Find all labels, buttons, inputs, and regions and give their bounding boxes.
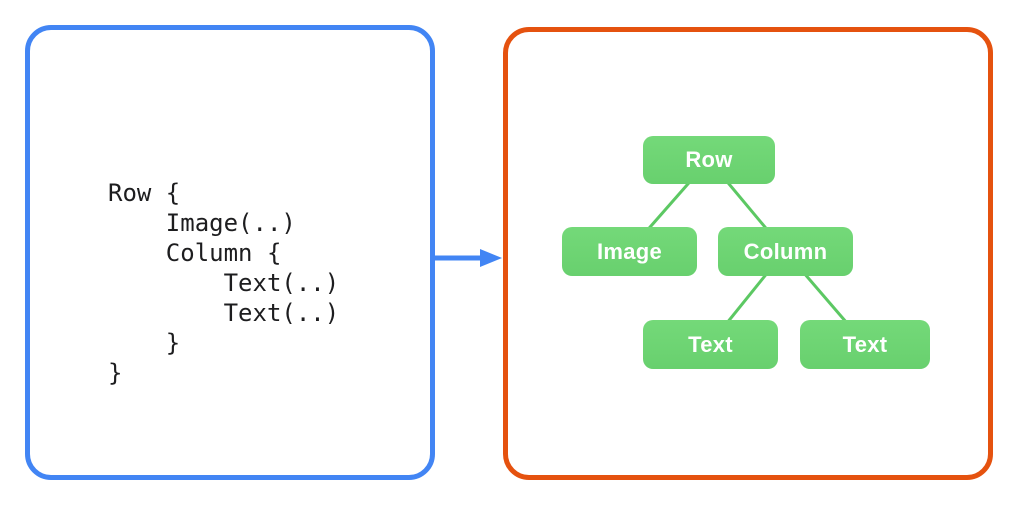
code-line: Column {	[108, 239, 282, 267]
code-line: }	[108, 359, 123, 387]
tree-node-label: Text	[688, 331, 733, 357]
code-line: Text(..)	[108, 269, 340, 297]
tree-node-text-first: Text	[643, 320, 778, 369]
tree-node-label: Text	[842, 331, 888, 357]
code-line: Image(..)	[108, 209, 296, 237]
tree-node-label: Row	[685, 147, 733, 172]
code-line: }	[108, 329, 181, 357]
tree-node-row: Row	[643, 136, 775, 184]
tree-node-label: Image	[596, 238, 663, 264]
code-line: Row {	[108, 179, 181, 207]
tree-node-text-second: Text	[800, 320, 930, 369]
code-line: Text(..)	[108, 299, 340, 327]
tree-node-label: Column	[743, 238, 828, 264]
tree-node-column: Column	[718, 227, 853, 276]
tree-node-image: Image	[562, 227, 697, 276]
arrow-right-icon	[434, 249, 502, 267]
code-snippet: Row { Image(..) Column { Text(..) Text(.…	[108, 178, 339, 388]
code-panel: Row { Image(..) Column { Text(..) Text(.…	[25, 25, 435, 480]
